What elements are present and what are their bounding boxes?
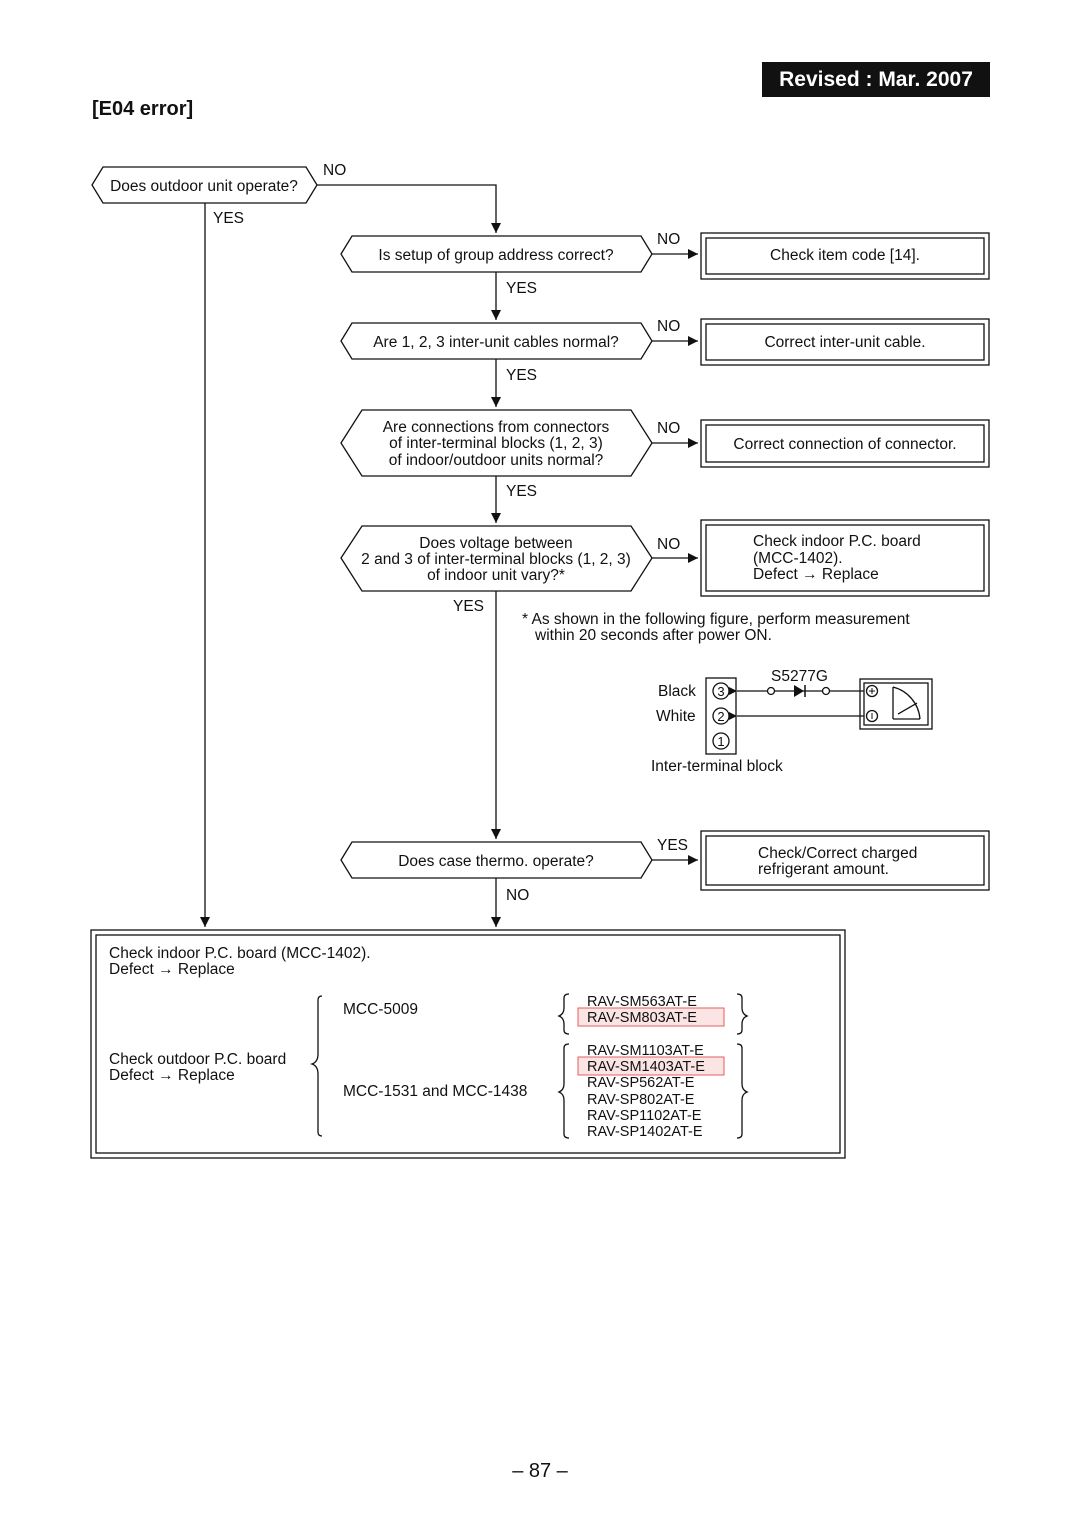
decision-connections-line-2: of inter-terminal blocks (1, 2, 3) <box>389 435 603 452</box>
note-line-1: * As shown in the following figure, perf… <box>522 611 910 628</box>
decision-inter-unit-cables: Are 1, 2, 3 inter-unit cables normal? <box>373 334 619 351</box>
label-no: NO <box>506 887 529 904</box>
label-black: Black <box>658 683 696 700</box>
action-indoor-pc-line-1: Check indoor P.C. board <box>753 533 921 550</box>
label-yes: YES <box>453 598 484 615</box>
decision-case-thermo: Does case thermo. operate? <box>398 853 594 870</box>
decision-outdoor-operate: Does outdoor unit operate? <box>110 178 298 195</box>
label-yes: YES <box>213 210 244 227</box>
model-sm1403: RAV-SM1403AT-E <box>587 1059 705 1075</box>
revised-badge: Revised : Mar. 2007 <box>762 62 990 97</box>
model-sp1102: RAV-SP1102AT-E <box>587 1108 702 1124</box>
bottom-outdoor-line-1: Check outdoor P.C. board <box>109 1051 286 1068</box>
bottom-outdoor-line-2: Defect → Replace <box>109 1067 235 1084</box>
decision-connections-line-1: Are connections from connectors <box>383 419 610 436</box>
label-no: NO <box>657 420 680 437</box>
model-sp802: RAV-SP802AT-E <box>587 1092 695 1108</box>
label-no: NO <box>657 536 680 553</box>
action-correct-cable: Correct inter-unit cable. <box>764 334 925 351</box>
label-white: White <box>656 708 696 725</box>
terminal-2: 2 <box>717 709 724 724</box>
page-title: [E04 error] <box>92 98 194 120</box>
action-check-item-code: Check item code [14]. <box>770 247 920 264</box>
model-sm803: RAV-SM803AT-E <box>587 1010 697 1026</box>
label-no: NO <box>657 231 680 248</box>
meter-model: S5277G <box>771 668 828 685</box>
action-indoor-pc-line-3: Defect → Replace <box>753 566 879 583</box>
action-indoor-pc-line-2: (MCC-1402). <box>753 550 843 567</box>
action-refrigerant-line-1: Check/Correct charged <box>758 845 917 862</box>
decision-group-address: Is setup of group address correct? <box>378 247 614 264</box>
page-number: – 87 – <box>512 1460 568 1482</box>
action-item-code-box <box>700 232 990 280</box>
meter-box <box>859 678 933 730</box>
terminal-3: 3 <box>717 684 724 699</box>
label-yes: YES <box>506 483 537 500</box>
action-indoor-pc-box <box>700 519 990 597</box>
note-line-2: within 20 seconds after power ON. <box>534 627 772 644</box>
decision-voltage-line-1: Does voltage between <box>419 535 572 552</box>
highlight-sm803 <box>577 1007 725 1027</box>
action-connection-box <box>700 419 990 468</box>
label-no: NO <box>657 318 680 335</box>
model-sp562: RAV-SP562AT-E <box>587 1075 695 1091</box>
bottom-indoor-line-1: Check indoor P.C. board (MCC-1402). <box>109 945 371 962</box>
board-mcc-5009: MCC-5009 <box>343 1001 418 1018</box>
decision-voltage-line-3: of indoor unit vary?* <box>427 567 565 584</box>
model-sm563: RAV-SM563AT-E <box>587 994 697 1010</box>
model-sp1402: RAV-SP1402AT-E <box>587 1124 703 1140</box>
action-correct-connection: Correct connection of connector. <box>733 436 956 453</box>
terminal-1: 1 <box>717 734 724 749</box>
terminal-caption: Inter-terminal block <box>651 758 783 775</box>
label-yes: YES <box>506 367 537 384</box>
action-cable-box <box>700 318 990 366</box>
board-mcc-1531-1438: MCC-1531 and MCC-1438 <box>343 1083 527 1100</box>
model-sm1103: RAV-SM1103AT-E <box>587 1043 704 1059</box>
bottom-indoor-line-2: Defect → Replace <box>109 961 235 978</box>
action-refrigerant-line-2: refrigerant amount. <box>758 861 889 878</box>
label-yes: YES <box>506 280 537 297</box>
label-no: NO <box>323 162 346 179</box>
decision-voltage-line-2: 2 and 3 of inter-terminal blocks (1, 2, … <box>361 551 631 568</box>
decision-connections-line-3: of indoor/outdoor units normal? <box>389 452 604 469</box>
action-refrigerant-box <box>700 830 990 891</box>
highlight-sm1403 <box>577 1056 725 1076</box>
bottom-box <box>90 929 846 1159</box>
label-yes: YES <box>657 837 688 854</box>
